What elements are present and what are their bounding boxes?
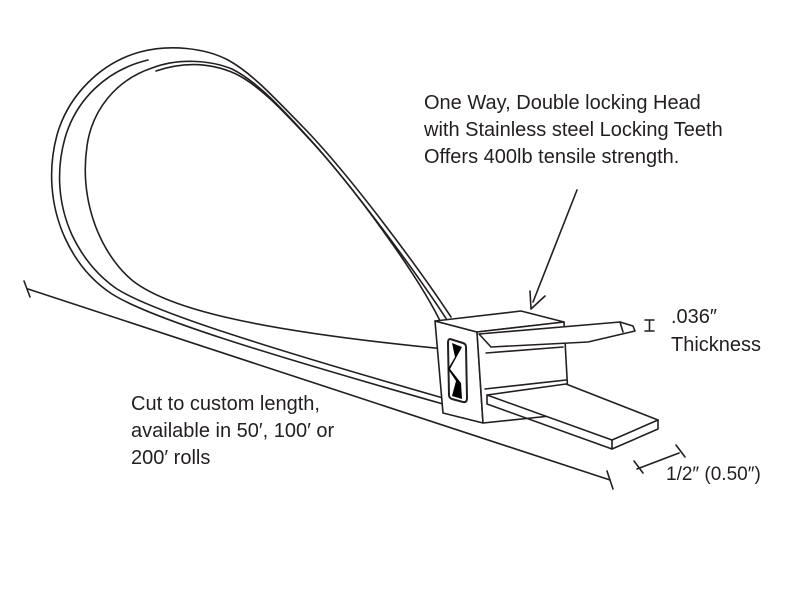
head-teeth-window bbox=[447, 338, 468, 404]
head-callout-line: One Way, Double locking Head bbox=[424, 92, 701, 114]
thickness-dimension-marker bbox=[644, 319, 655, 332]
strap-loop-outer-edge bbox=[50, 47, 452, 405]
thickness-value: .036″ bbox=[671, 306, 718, 328]
head-callout-text: One Way, Double locking Head with Stainl… bbox=[424, 90, 723, 171]
length-callout-text: Cut to custom length, available in 50′, … bbox=[131, 391, 334, 472]
head-callout-line: Offers 400lb tensile strength. bbox=[424, 146, 680, 168]
length-dimension-tick-end bbox=[606, 470, 614, 490]
width-dimension-label: 1/2″ (0.50″) bbox=[666, 463, 761, 487]
upper-strap-tip-bevel-line bbox=[619, 321, 624, 333]
width-value: 1/2″ (0.50″) bbox=[666, 464, 761, 485]
thickness-label: Thickness bbox=[671, 334, 762, 356]
head-upper-slot-line bbox=[485, 346, 564, 354]
head-callout-line: with Stainless steel Locking Teeth bbox=[424, 119, 723, 141]
head-callout-arrow bbox=[529, 189, 578, 310]
length-dimension-line bbox=[27, 288, 611, 481]
width-dimension-tick-left bbox=[633, 460, 644, 474]
length-callout-line: available in 50′, 100′ or bbox=[131, 420, 335, 442]
arrow-head-icon bbox=[529, 290, 546, 310]
length-callout-line: Cut to custom length, bbox=[131, 393, 320, 415]
lower-strap-tail-thickness-edges bbox=[486, 394, 659, 450]
thickness-callout-text: .036″ Thickness bbox=[671, 303, 761, 359]
arrow-shaft bbox=[532, 189, 578, 303]
length-callout-line: 200′ rolls bbox=[131, 447, 211, 469]
width-dimension-line bbox=[636, 452, 680, 470]
width-dimension-tick-right bbox=[675, 444, 686, 458]
locking-teeth-shape bbox=[448, 343, 462, 399]
length-dimension-tick-start bbox=[23, 280, 31, 298]
strap-loop-outer-thickness-edge bbox=[58, 59, 444, 399]
strap-loop-inner-thickness-edge bbox=[155, 63, 443, 326]
strap-loop-inner-edge bbox=[84, 60, 448, 350]
head-lower-slot-line bbox=[484, 379, 567, 390]
